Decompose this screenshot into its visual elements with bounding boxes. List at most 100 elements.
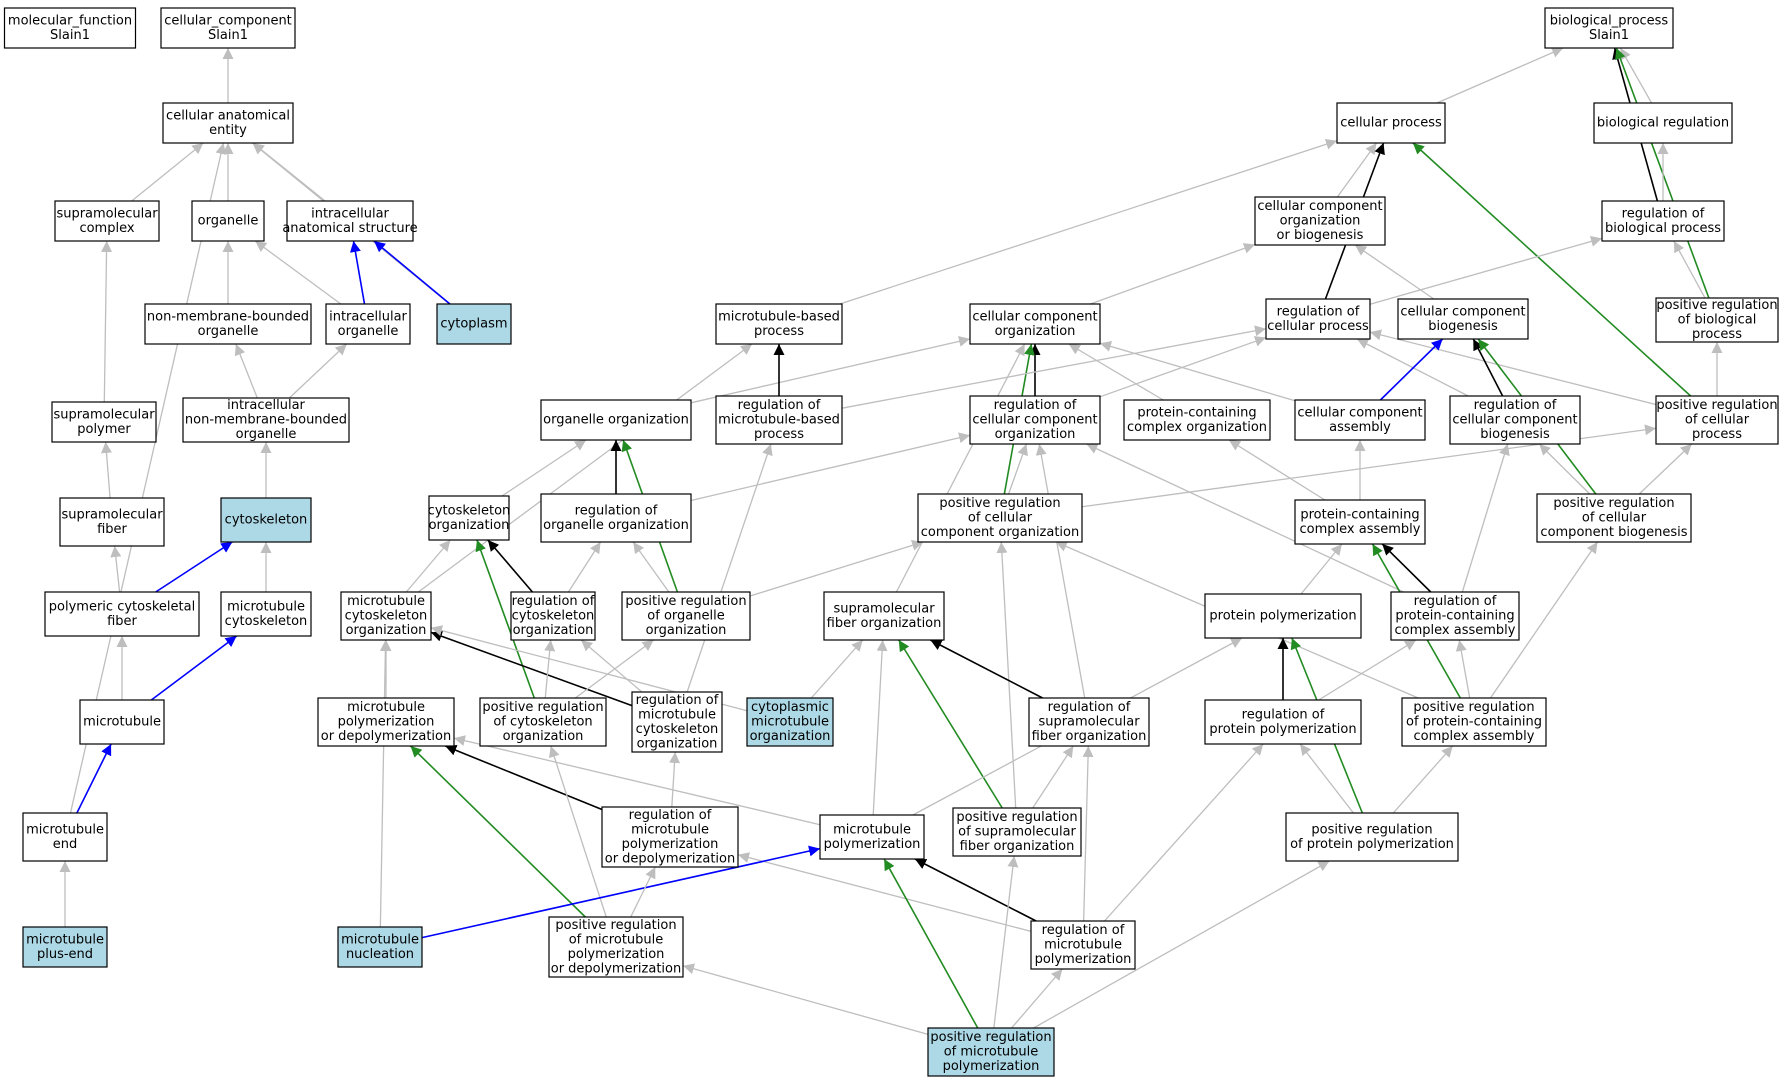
node-breg[interactable]: biological regulation <box>1593 102 1733 144</box>
edge-is-a-prmtp-to-prpp <box>1033 860 1330 1029</box>
node-box <box>1123 399 1271 441</box>
node-cp[interactable]: cellular process <box>1336 102 1446 144</box>
node-label-line: positive regulation <box>1656 398 1777 413</box>
node-label-line: positive regulation <box>1656 298 1777 313</box>
node-cyto[interactable]: cytoplasm <box>436 303 512 345</box>
edge-is-a-prpp-to-rpp <box>1299 743 1354 814</box>
node-label-line: organelle <box>236 427 297 442</box>
edge-is-a-rmtco-to-rmbp <box>686 443 773 693</box>
node-label-line: cytoskeleton <box>225 614 308 629</box>
node-box <box>1204 699 1362 745</box>
node-org[interactable]: organelle <box>191 200 265 242</box>
node-rmtco[interactable]: regulation ofmicrotubulecytoskeletonorga… <box>631 691 723 753</box>
node-box <box>22 812 108 862</box>
node-label-line: polymerization <box>622 837 719 852</box>
node-label-line: protein-containing <box>1137 405 1256 420</box>
node-box <box>1204 593 1362 639</box>
edge-is-a-rcco-to-rcp <box>1099 336 1267 398</box>
node-box <box>1294 499 1426 545</box>
node-box <box>1449 395 1581 445</box>
edge-is-a-pp-to-pcca <box>1300 543 1343 595</box>
node-label-line: regulation of <box>636 693 719 708</box>
node-label-line: polymeric cytoskeletal <box>49 599 195 614</box>
node-mt[interactable]: microtubule <box>79 699 165 745</box>
node-box <box>715 395 843 445</box>
node-cytosk[interactable]: cytoskeleton <box>220 497 312 543</box>
node-inmbo[interactable]: intracellularnon-membrane-boundedorganel… <box>182 397 350 443</box>
edge-is-a-pcf-to-smf <box>110 545 122 593</box>
edge-is-a-prpcca-to-prccb <box>1489 541 1599 699</box>
node-label-line: protein-containing <box>1300 507 1419 522</box>
node-label-line: microtubule <box>751 715 829 730</box>
node-label-line: biogenesis <box>1428 319 1498 334</box>
edge-is-a-pcco-to-cco <box>1068 343 1164 401</box>
node-label-line: intracellular <box>227 398 305 413</box>
node-label-line: supramolecular <box>53 407 155 422</box>
node-box <box>1294 399 1426 441</box>
node-box <box>746 697 834 747</box>
node-rmtpd[interactable]: regulation ofmicrotubulepolymerizationor… <box>601 806 739 868</box>
node-pp[interactable]: protein polymerization <box>1204 593 1362 639</box>
node-oo[interactable]: organelle organization <box>540 399 692 441</box>
node-box <box>715 303 843 345</box>
edge-is-a-inmbo-to-nmbo <box>234 343 258 399</box>
node-label-line: positive regulation <box>625 594 746 609</box>
node-label-line: regulation of <box>1242 707 1325 722</box>
edge-is-a-mtp-to-smfo <box>872 639 888 816</box>
node-box <box>1336 102 1446 144</box>
edge-positively-regulates-prmtpd-to-mtpd <box>409 745 586 918</box>
node-label-line: process <box>754 427 804 442</box>
node-label-line: positive regulation <box>1553 496 1674 511</box>
